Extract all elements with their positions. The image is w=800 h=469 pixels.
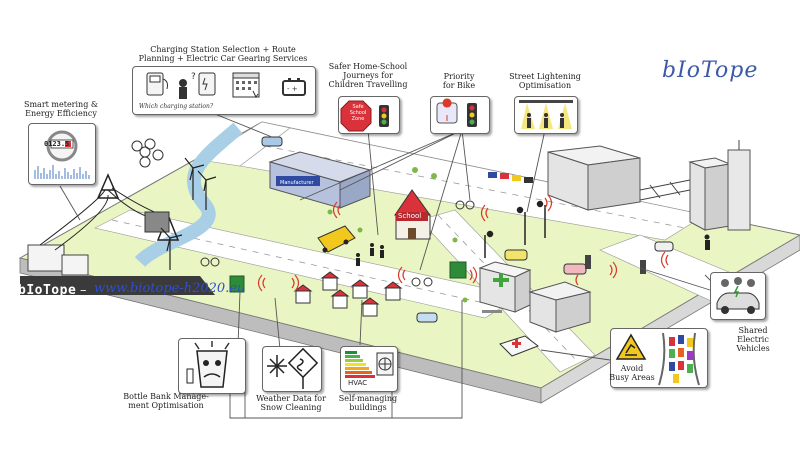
meter-digits: 0123.5	[44, 140, 70, 148]
avoid-busy-icons	[615, 332, 700, 386]
hospital-building	[478, 261, 592, 333]
brand-separator: –	[80, 283, 87, 298]
bottle-bins	[229, 261, 467, 293]
flags	[488, 172, 533, 183]
priority-bike-label: Priority for Bike	[442, 72, 476, 90]
ambulance	[499, 335, 540, 357]
priority-bike-box	[430, 96, 490, 134]
priority-bike-icons	[436, 98, 477, 127]
avoid-busy-box	[610, 328, 708, 388]
charging-pump-icon-2	[198, 72, 216, 96]
shared-ev-box	[710, 272, 766, 320]
shared-ev-icon	[716, 277, 760, 314]
svg-text:- +: - +	[287, 85, 298, 93]
school-bus	[317, 225, 356, 253]
smoke-icon	[131, 138, 164, 168]
roadwork-sign-icon	[615, 333, 647, 360]
houses	[293, 271, 403, 317]
river	[134, 122, 243, 268]
weather-label: Weather Data for Snow Cleaning	[256, 394, 326, 412]
street-light-icon	[519, 100, 573, 129]
trees	[327, 167, 468, 303]
school-building	[394, 189, 431, 240]
hvac-label: HVAC	[348, 379, 368, 387]
shared-ev-label: Shared Electric Vehicles	[736, 326, 770, 353]
safe-zone-icons	[340, 100, 389, 132]
safer-school-label: Safer Home-School Journeys for Children …	[328, 62, 408, 89]
self-managing-label: Self-managing buildings	[338, 394, 398, 412]
biotope-logo: bIoTope	[662, 58, 759, 83]
snow-weather-icon	[267, 347, 319, 389]
office-towers	[547, 140, 751, 231]
vehicles	[261, 136, 674, 323]
charging-pump-icon	[146, 72, 168, 96]
wind-turbines	[160, 157, 217, 270]
charging-icons: ? - +	[146, 72, 306, 99]
smart-meter-box	[28, 123, 96, 185]
self-managing-box	[340, 346, 398, 392]
bottle-bank-box	[178, 338, 246, 394]
wifi-signals	[257, 194, 669, 292]
street-lamps	[484, 200, 546, 258]
safe-zone-sign: Safe School Zone	[343, 104, 373, 122]
person-question-icon: ?	[179, 72, 196, 99]
school-sign: School	[398, 212, 422, 220]
brand-url-link[interactable]: www.biotope-h2020.eu	[94, 281, 246, 296]
bicycles	[200, 200, 475, 287]
battery-icon: - +	[282, 78, 306, 96]
charging-box: ? - +	[132, 66, 316, 115]
charging-label: Charging Station Selection + Route Plann…	[138, 45, 308, 63]
safe-school-box	[338, 96, 400, 134]
stop-sign-icon	[340, 100, 372, 132]
svg-text:?: ?	[191, 72, 196, 82]
brand-band	[20, 276, 215, 295]
children-walking	[356, 234, 710, 266]
calendar-icon	[232, 72, 260, 98]
traffic-jam-icon	[658, 332, 700, 386]
charging-question: Which charging station?	[138, 103, 214, 110]
smart-metering-label: Smart metering & Energy Efficiency	[23, 100, 98, 118]
bottle-bin-face-icon	[186, 341, 230, 388]
street-light-box	[514, 96, 578, 134]
safe-zone-text: Safe School Zone	[349, 104, 367, 122]
power-substation	[27, 173, 180, 276]
street-light-label: Street Lightening Optimisation	[509, 72, 581, 90]
smart-meter-icon	[34, 130, 90, 179]
brand-name: bIoTope	[18, 283, 77, 298]
bottle-bank-label: Bottle Bank Manage- ment Optimisation	[123, 392, 209, 410]
avoid-busy-label: Avoid Busy Areas	[609, 364, 655, 382]
callout-connectors	[59, 111, 716, 419]
weather-box	[262, 346, 322, 392]
energy-rating-icon	[345, 351, 394, 378]
manufacturer-sign: Manufacturer	[280, 180, 314, 186]
charging-stations	[585, 255, 646, 274]
